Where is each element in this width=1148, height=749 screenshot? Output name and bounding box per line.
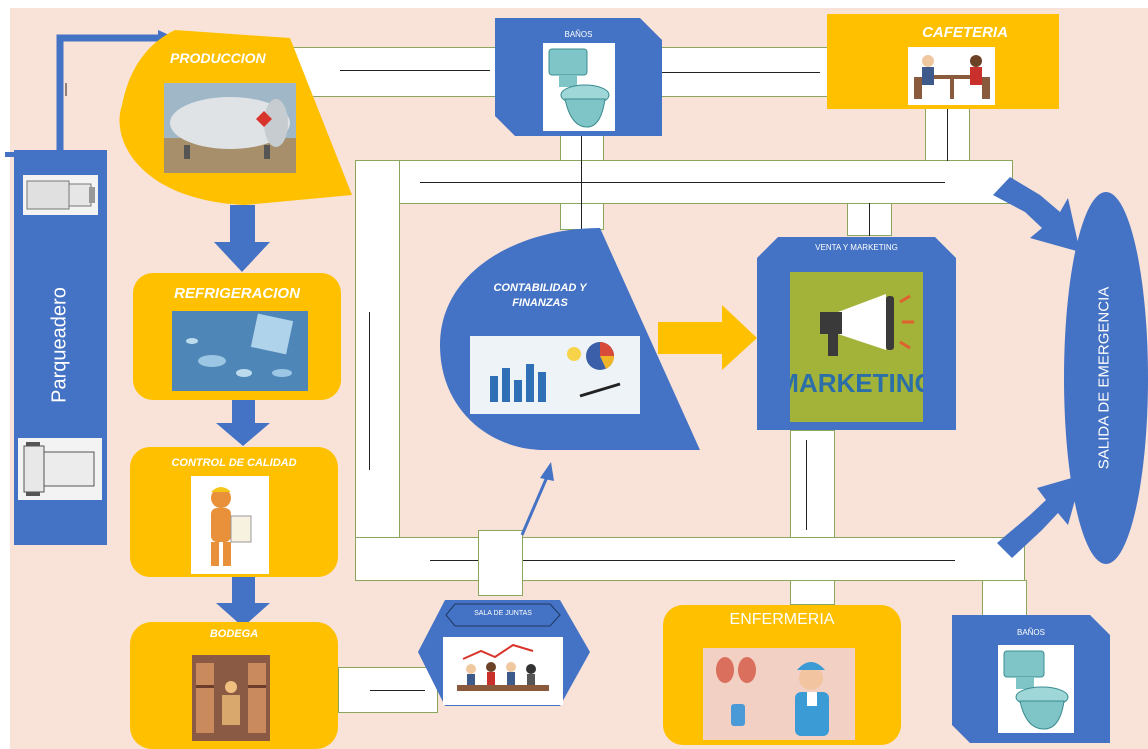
emergency-exit-label: SALIDA DE EMERGENCIA [1095,286,1113,470]
bathrooms-bottom-label: BAÑOS [1016,628,1045,637]
toilet-bottom-picture [998,645,1074,733]
ice-water-picture [172,311,308,391]
connector-sales-bottom-line [806,440,807,530]
thin-arrow-shaft [520,476,549,536]
cafeteria-picture [908,47,995,105]
sales-marketing-label: VENTA Y MARKETING [815,243,898,252]
entry-path-arrow [56,34,158,152]
bathrooms-top-label: BAÑOS [564,30,593,39]
arrow-quality-to-warehouse [216,577,270,627]
truck-bottom-icon [18,438,102,500]
production-label: PRODUCCION [170,50,266,66]
emergency-exit-area [1064,192,1148,564]
quality-label: CONTROL DE CALIDAD [171,457,297,469]
connector-sales-bottom [790,430,835,538]
inspector-picture [191,476,269,574]
corridor-bottom-line [430,560,955,561]
tank-picture [164,83,296,173]
connector-bath-bottom [982,580,1027,616]
nurse-picture [703,648,855,740]
arrow-production-to-refrigeration [214,205,270,272]
parking-entry-stub [5,152,15,157]
corridor-top-link-line [340,70,490,71]
connector-bath-line [581,135,582,230]
truck-top-icon [23,175,98,215]
cafeteria-label: CAFETERIA [922,24,1008,41]
finance-chart-picture [470,336,640,414]
arrow-refrigeration-to-quality [216,398,270,446]
refrigeration-label: REFRIGERACION [174,285,300,302]
infirmary-label: ENFERMERIA [729,611,835,628]
toilet-top-picture [543,43,615,131]
corridor-top-link-line-2 [660,72,820,73]
corridor-left [355,160,400,580]
connector-meeting [478,530,523,596]
corridor-left-line [369,312,370,470]
corridor-warehouse-line [370,690,425,691]
marketing-picture: MARKETING [777,272,935,422]
thin-arrowhead [540,462,554,481]
arrow-bottom-to-exit [997,475,1082,558]
accounting-label: CONTABILIDAD Y FINANZAS [493,282,587,309]
meeting-room-label: SALA DE JUNTAS [474,610,532,617]
corridor-top-line [420,182,945,183]
marketing-sign-text: MARKETING [790,368,923,398]
meeting-room-label-box [445,603,561,627]
parking-label: Parqueadero [48,287,71,403]
connector-infirmary [790,580,835,605]
connector-cafe-line [947,105,948,161]
arrow-top-to-exit [993,177,1080,252]
connector-sales-line [869,203,870,236]
meeting-picture [443,637,563,705]
arrow-accounting-to-sales [658,305,757,370]
warehouse-label: BODEGA [209,628,259,640]
corridor-bottom [355,537,1025,581]
warehouse-picture [192,655,270,741]
